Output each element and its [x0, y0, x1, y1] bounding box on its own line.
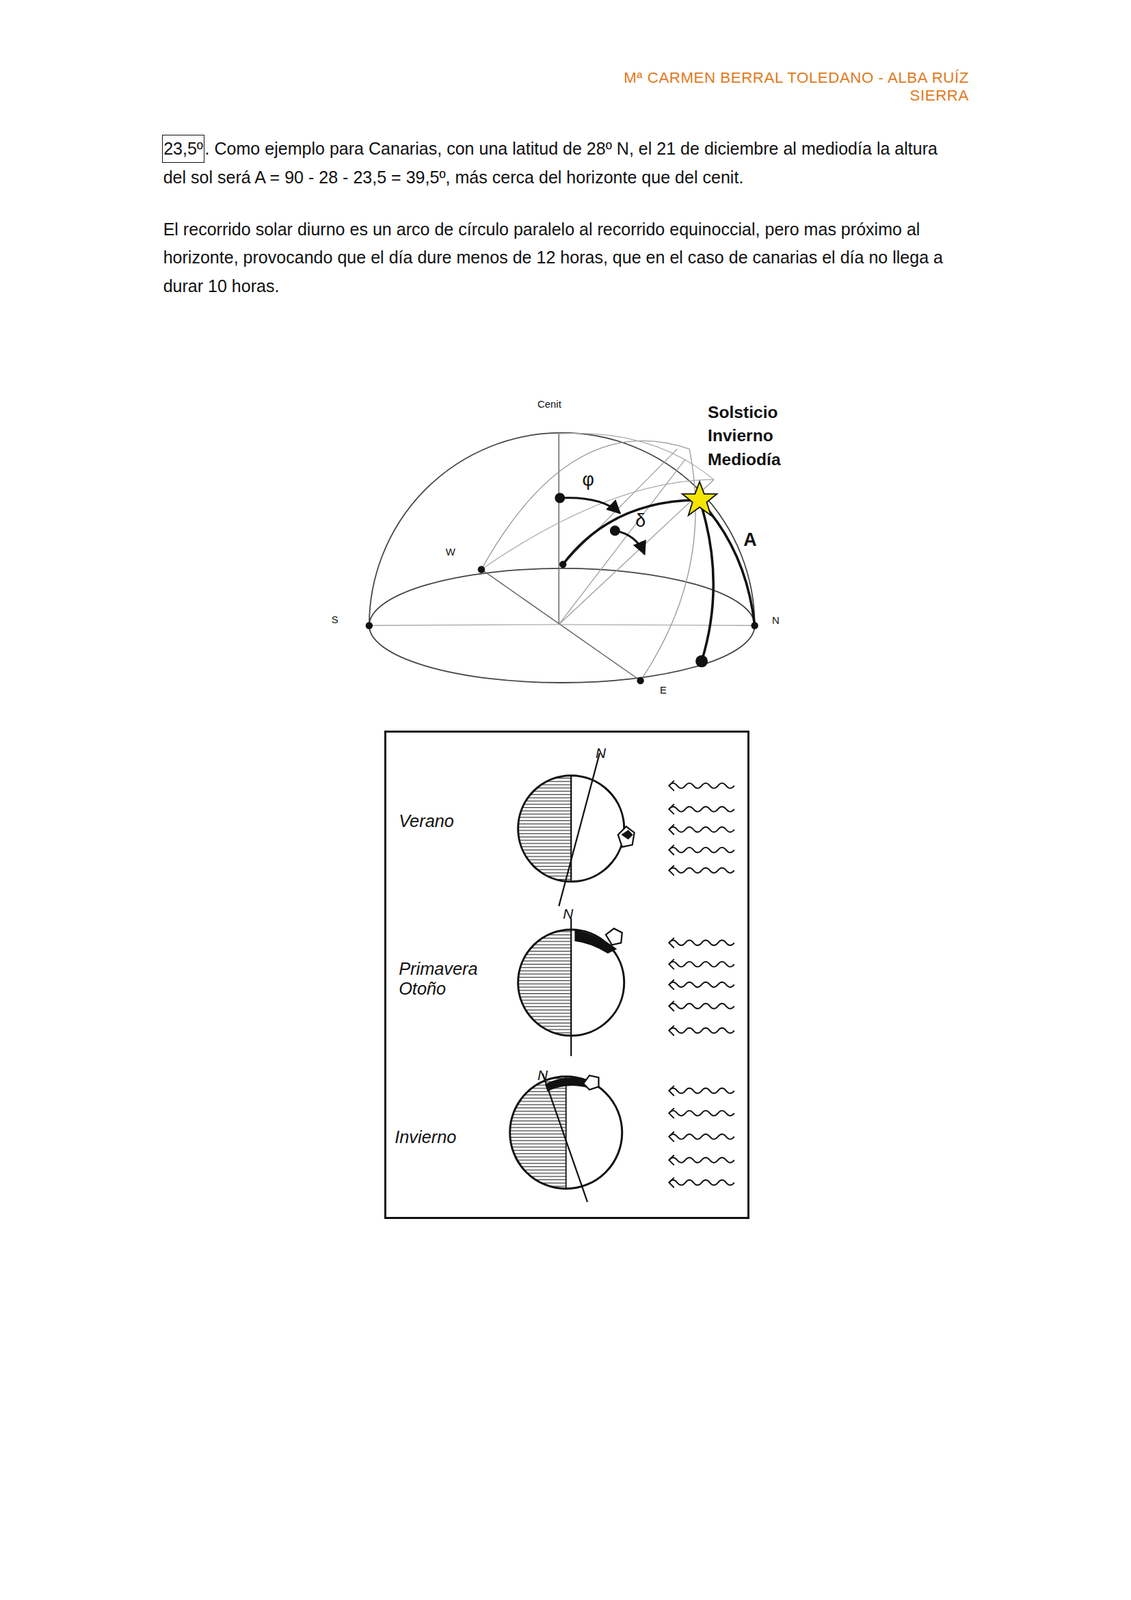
ray-arrowhead	[668, 1131, 674, 1142]
ray-arrowhead	[668, 803, 674, 814]
sun-ray	[668, 940, 734, 946]
pole-label: N	[562, 905, 584, 922]
boxed-text: 23,5º	[163, 135, 204, 163]
season-label: Invierno	[394, 1126, 497, 1147]
sun-ray	[668, 1003, 734, 1008]
boxed-value: 23,5º	[162, 134, 205, 163]
sun-ray	[668, 981, 734, 987]
pole-label: N	[537, 1066, 558, 1084]
ray-arrowhead	[668, 1107, 674, 1119]
body-text: . Como ejemplo para Canarias, con una la…	[163, 134, 959, 193]
celestial-sphere	[365, 432, 759, 685]
sun-ray	[668, 847, 734, 853]
sun-ray	[668, 782, 734, 788]
solstice-label: Solsticio Invierno Mediodía	[707, 400, 810, 472]
angle-symbol: φ	[582, 469, 604, 491]
sun-ray	[668, 1179, 734, 1185]
cardinal-label: S	[331, 614, 353, 626]
ray-arrowhead	[668, 1000, 674, 1011]
ray-arrowhead	[668, 958, 674, 969]
earth-seasons	[510, 752, 635, 1202]
angle-label: A	[743, 529, 768, 551]
ray-arrowhead	[668, 1176, 674, 1188]
sun-ray	[668, 1110, 734, 1116]
figure-frame: VeranoNPrimavera OtoñoNInviernoN	[384, 730, 750, 1219]
sun-ray	[668, 961, 734, 967]
sun-ray	[668, 1133, 734, 1139]
ray-arrowhead	[668, 844, 674, 855]
season-label: Primavera Otoño	[398, 958, 501, 999]
angle-symbol: δ	[635, 510, 656, 532]
sun-rays	[668, 780, 734, 1188]
ray-arrowhead	[668, 1085, 674, 1096]
sun-ray	[668, 1087, 734, 1093]
ray-arrowhead	[668, 1154, 674, 1166]
zenith-label: Cenit	[537, 398, 579, 411]
sun-ray	[668, 806, 734, 811]
cardinal-label: N	[772, 614, 793, 627]
ray-arrowhead	[668, 823, 674, 835]
ray-arrowhead	[668, 937, 674, 948]
page-header: Mª CARMEN BERRAL TOLEDANO - ALBA RUÍZ SI…	[570, 69, 969, 104]
cardinal-label: E	[659, 684, 681, 697]
pole-label: N	[595, 744, 617, 762]
ray-arrowhead	[668, 979, 674, 990]
ray-arrowhead	[668, 865, 674, 876]
season-label: Verano	[398, 810, 491, 831]
ray-arrowhead	[668, 780, 674, 791]
body-text: El recorrido solar diurno es un arco de …	[163, 215, 959, 301]
ray-arrowhead	[668, 1025, 674, 1036]
sun-ray	[668, 826, 734, 832]
sun-ray	[668, 1027, 734, 1033]
cardinal-label: W	[445, 546, 467, 558]
sun-ray	[668, 867, 734, 873]
sun-ray	[668, 1156, 734, 1162]
